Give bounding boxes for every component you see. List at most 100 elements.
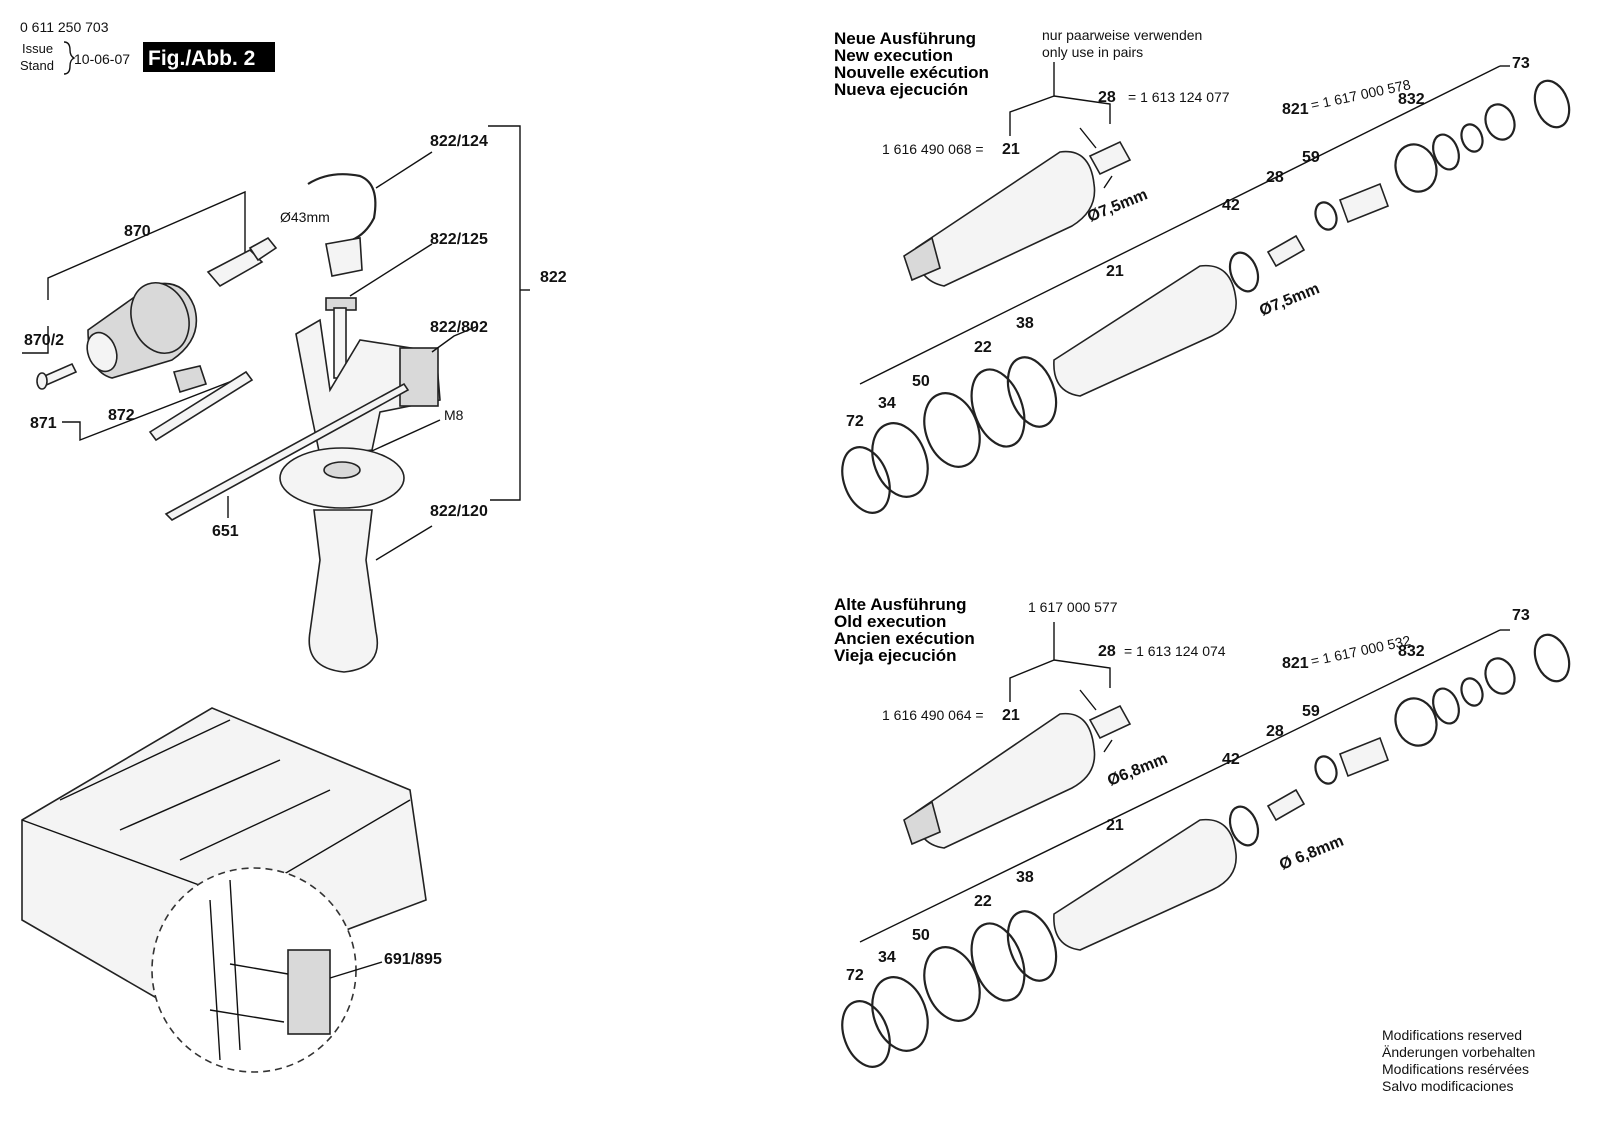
new-ring-38 [1006, 356, 1058, 428]
doc-number: 0 611 250 703 [20, 19, 109, 35]
old-exec-title-en: Old execution [834, 612, 946, 631]
issue-date: 10-06-07 [74, 51, 130, 67]
label-822-120: 822/120 [430, 503, 488, 520]
new-execution-section: Neue Ausführung New execution Nouvelle e… [834, 27, 1571, 514]
new-exec-title-es: Nueva ejecución [834, 80, 968, 99]
leader-822-802 [431, 325, 479, 353]
leader-870-2 [22, 326, 49, 354]
note-line-en: Modifications reserved [1382, 1027, 1522, 1043]
new-ring-34 [871, 422, 929, 498]
new-ring-832b [1432, 133, 1460, 171]
old-label-28: 28 [1098, 643, 1116, 660]
old-diameter-1: Ø6,8mm [1105, 750, 1170, 789]
new-pair-bracket [1009, 62, 1111, 136]
new-spindle-upper [915, 150, 1096, 287]
new-exec-title-de: Neue Ausführung [834, 29, 976, 48]
old-ring-832a [1394, 697, 1438, 747]
old-spindle-upper-tip [903, 800, 941, 846]
new-sleeve-821 [1338, 182, 1390, 224]
old-label-821: 821 [1282, 655, 1309, 672]
label-870: 870 [124, 223, 151, 240]
chuck-nose [86, 331, 118, 373]
leader-691-895 [329, 961, 383, 979]
leader-822-125 [349, 243, 433, 297]
new-spring-50 [923, 392, 981, 468]
new-spindle-upper-tip [903, 236, 941, 282]
new-circlip-73 [1533, 79, 1571, 129]
leader-870 [47, 190, 246, 300]
new-note-pairs-de: nur paarweise verwenden [1042, 27, 1202, 43]
old-ring-34 [871, 976, 929, 1052]
modifications-note: Modifications reserved Änderungen vorbeh… [1382, 1027, 1535, 1094]
old-label-42: 42 [1222, 751, 1240, 768]
old-ring-38 [1006, 910, 1058, 982]
new-label-42: 42 [1222, 197, 1240, 214]
new-axis-line [859, 65, 1501, 385]
new-exec-title-fr: Nouvelle exécution [834, 63, 989, 82]
label-822: 822 [540, 269, 567, 286]
side-handle-assembly: 822 822/124 Ø43mm 822/125 822/802 651 M8… [164, 125, 567, 673]
yoke-end-block [399, 347, 439, 407]
new-num-21: 1 616 490 068 = [882, 141, 984, 157]
label-870-2: 870/2 [24, 332, 64, 349]
chuck-knurl-ring [130, 282, 190, 354]
new-arrows-upper [1079, 127, 1113, 189]
old-exec-title-fr: Ancien exécution [834, 629, 975, 648]
old-label-22: 22 [974, 893, 992, 910]
new-diameter-2: Ø7,5mm [1257, 280, 1322, 319]
new-num-28: = 1 613 124 077 [1128, 89, 1230, 105]
label-diameter-43: Ø43mm [280, 209, 330, 225]
old-kit-number: 1 617 000 577 [1028, 599, 1118, 615]
old-spring-50 [923, 946, 981, 1022]
label-691-895: 691/895 [384, 951, 442, 968]
clamp-band [307, 173, 377, 242]
old-spindle-lower [1053, 818, 1237, 951]
old-label-50: 50 [912, 927, 930, 944]
new-cap-832 [1484, 103, 1516, 141]
depth-stop-rod [164, 382, 410, 521]
old-sleeve-821 [1338, 736, 1390, 778]
label-871: 871 [30, 415, 57, 432]
old-label-21: 21 [1002, 707, 1020, 724]
case-insert-plate [287, 949, 331, 1035]
old-pin-lower [1266, 788, 1306, 822]
carrying-case: 691/895 [21, 707, 442, 1073]
old-axis-line [859, 629, 1501, 943]
new-label-59: 59 [1302, 149, 1320, 166]
old-ring-832b [1432, 687, 1460, 725]
new-label-21: 21 [1002, 141, 1020, 158]
new-label-50: 50 [912, 373, 930, 390]
new-gear-22 [970, 368, 1026, 448]
old-num-21: 1 616 490 064 = [882, 707, 984, 723]
new-pin-upper [1088, 140, 1132, 176]
leader-822-bracket [488, 125, 521, 501]
case-ribs [59, 719, 331, 861]
new-num-821: = 1 617 000 578 [1309, 76, 1412, 113]
old-diameter-2: Ø 6,8mm [1277, 833, 1346, 874]
old-washer-59 [1314, 755, 1338, 785]
clamp-lug [325, 237, 363, 277]
old-label-28b: 28 [1266, 723, 1284, 740]
label-822-125: 822/125 [430, 231, 488, 248]
new-note-pairs-en: only use in pairs [1042, 44, 1143, 60]
old-label-34: 34 [878, 949, 896, 966]
old-spindle-upper [915, 712, 1096, 849]
old-cap-832 [1484, 657, 1516, 695]
old-ring-42 [1228, 805, 1260, 847]
label-m8: M8 [444, 407, 464, 423]
old-exec-title-de: Alte Ausführung [834, 595, 967, 614]
new-label-28b: 28 [1266, 169, 1284, 186]
note-line-es: Salvo modificaciones [1382, 1078, 1514, 1094]
figure-badge: Fig./Abb. 2 [148, 47, 255, 70]
old-arrows-upper [1079, 689, 1113, 753]
note-line-fr: Modifications resérvées [1382, 1061, 1529, 1077]
new-spindle-lower [1053, 264, 1237, 397]
old-ring-832c [1460, 677, 1484, 707]
drill-chuck-assembly: 870 870/2 871 872 [22, 190, 278, 442]
new-ring-832a [1394, 143, 1438, 193]
new-ring-42 [1228, 251, 1260, 293]
old-execution-section: Alte Ausführung Old execution Ancien exé… [834, 595, 1571, 1068]
old-exec-title-es: Vieja ejecución [834, 646, 957, 665]
old-label-832: 832 [1398, 643, 1425, 660]
label-822-124: 822/124 [430, 133, 488, 150]
